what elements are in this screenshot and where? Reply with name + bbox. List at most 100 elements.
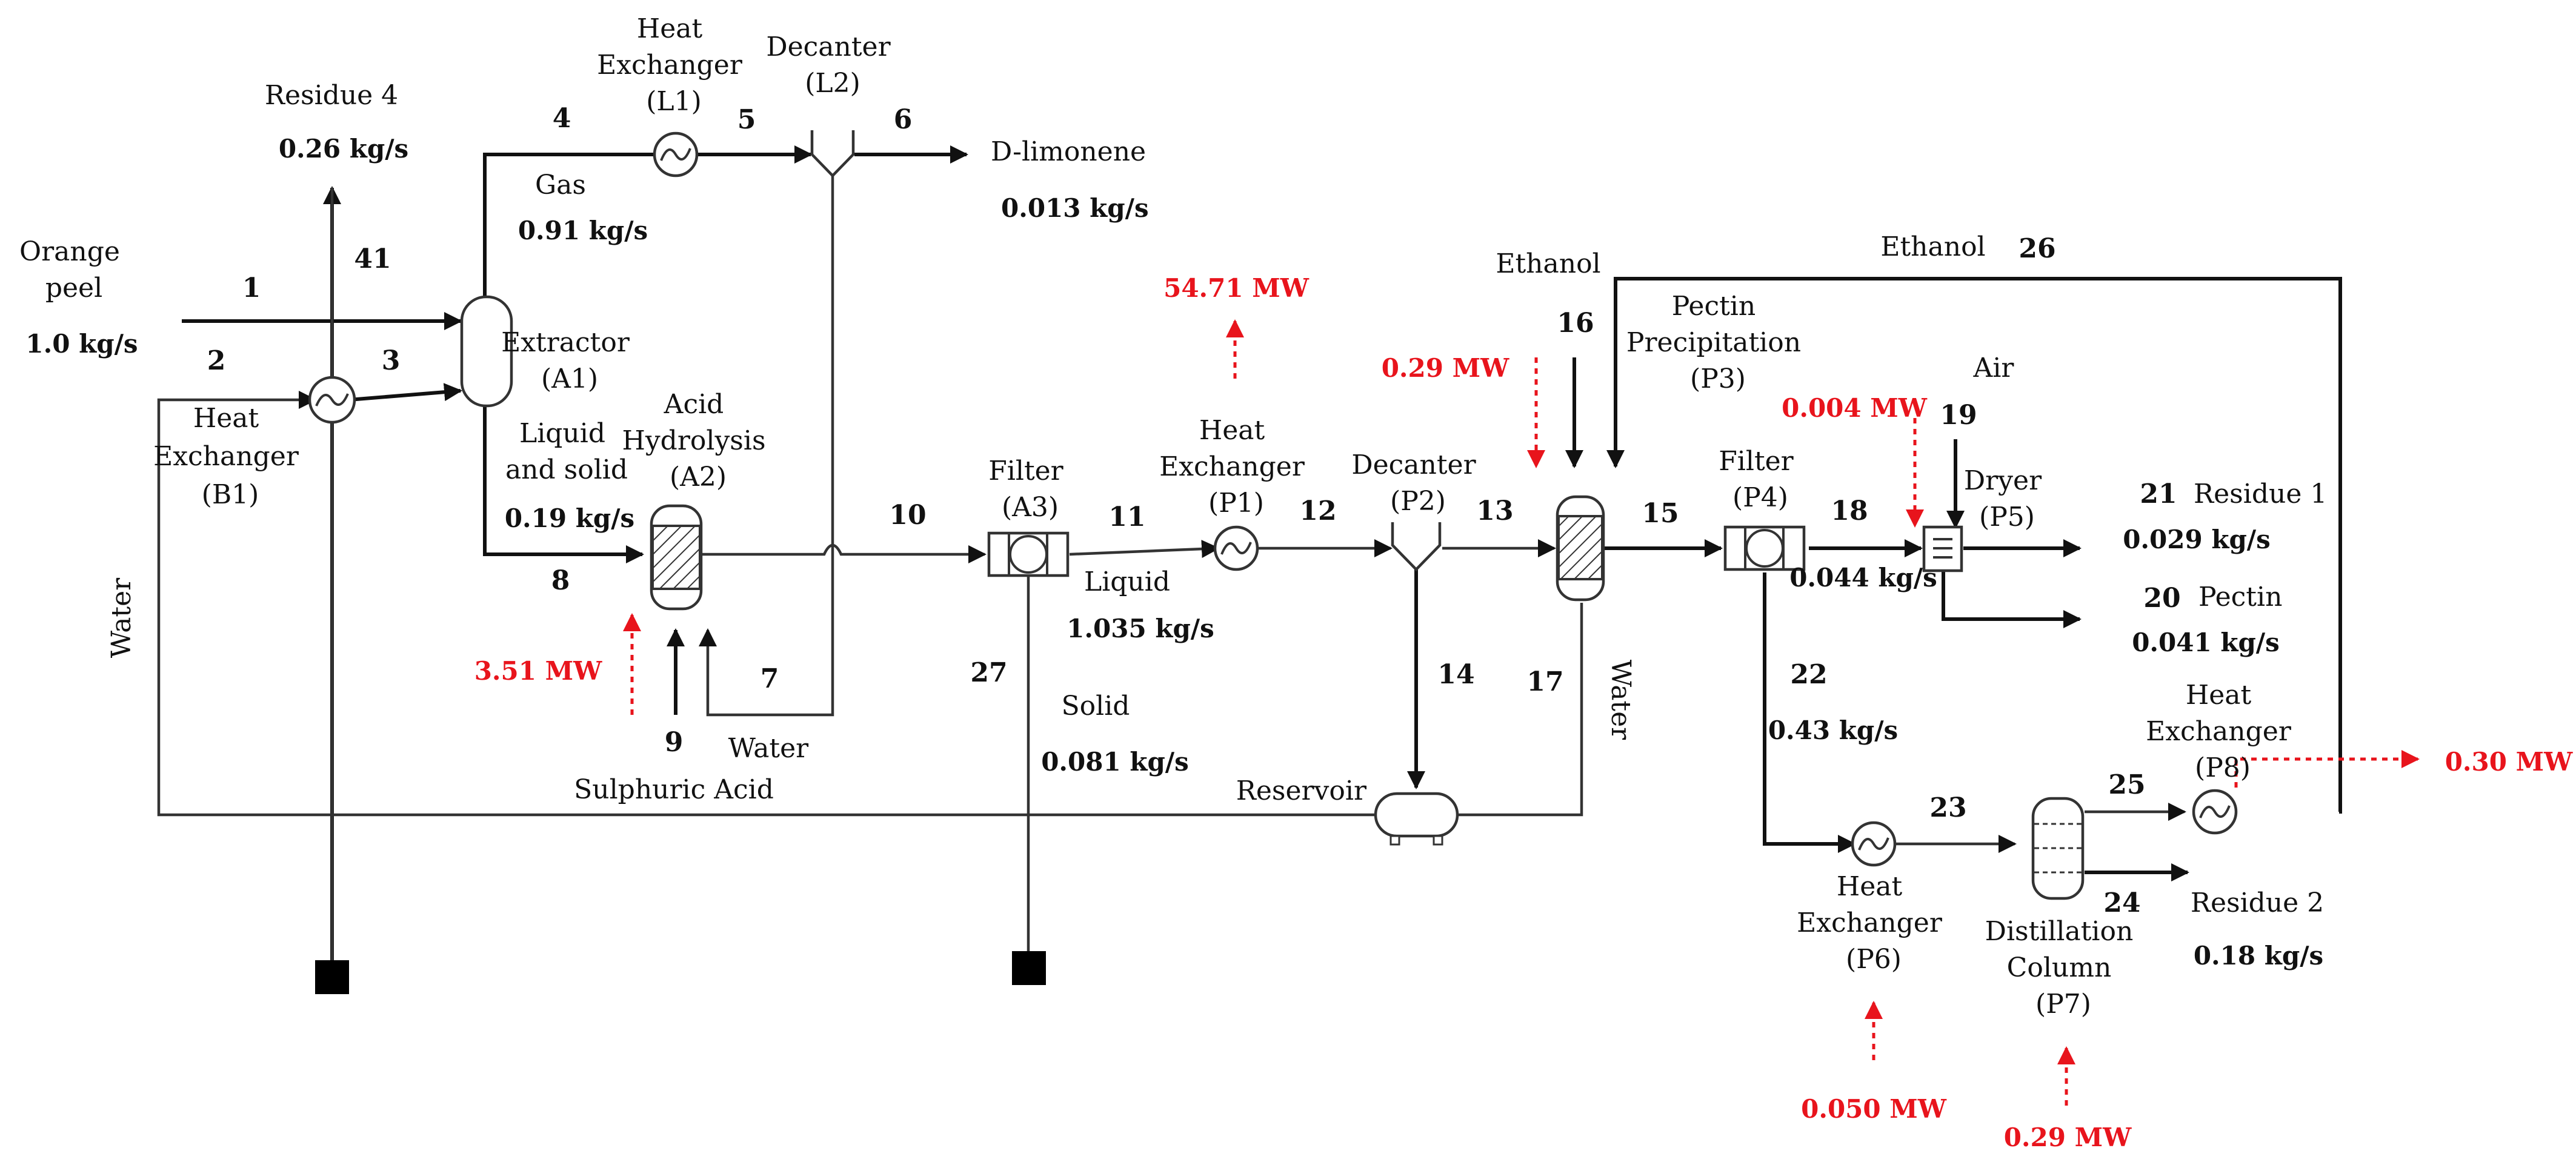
stream-number-14: 14	[1437, 659, 1474, 690]
pectin-flow: 0.041 kg/s	[2132, 628, 2280, 657]
gas-label: Gas	[535, 170, 586, 201]
water-17-label: Water	[1605, 660, 1636, 740]
stream-20-line	[1942, 569, 2082, 628]
energy-arrows	[623, 319, 2420, 1106]
label-l2: Decanter (L2)	[766, 32, 899, 99]
equipment	[308, 130, 2238, 994]
ethanol-26-label: Ethanol	[1880, 231, 1985, 262]
stream-number-15: 15	[1642, 498, 1679, 529]
d-limonene-label: D-limonene	[991, 136, 1146, 167]
stream-number-27: 27	[970, 657, 1007, 688]
residue1-label: Residue 1	[2194, 479, 2327, 509]
stream-7-line	[699, 170, 834, 717]
acid-hydrolysis-a2	[650, 504, 703, 611]
stream-number-1: 1	[242, 273, 261, 304]
stream-labels: Orange peel 1.0 kg/s Residue 4 0.26 kg/s…	[19, 80, 2327, 971]
stream-number-8: 8	[551, 565, 570, 596]
stream-number-9: 9	[665, 727, 684, 758]
label-p1: Heat Exchanger (P1)	[1159, 415, 1313, 519]
stream-number-4: 4	[553, 103, 571, 134]
label-a2: Acid Hydrolysis (A2)	[622, 389, 774, 493]
residue1-flow: 0.029 kg/s	[2123, 525, 2271, 554]
flow-18: 0.044 kg/s	[1789, 563, 1937, 592]
energy-p7-label: 0.29 MW	[2004, 1123, 2132, 1152]
heat-exchanger-p1	[1213, 525, 1259, 571]
orange-peel-label: Orange peel	[19, 236, 128, 304]
stream-8-line	[483, 403, 644, 563]
d-limonene-flow: 0.013 kg/s	[1001, 193, 1149, 223]
stream-number-26: 26	[2019, 233, 2055, 264]
filter-p4	[1723, 525, 1806, 571]
stream-number-5: 5	[737, 104, 756, 135]
gas-flow: 0.91 kg/s	[518, 216, 648, 245]
label-p3: Pectin Precipitation (P3)	[1626, 291, 1809, 394]
stream-number-12: 12	[1299, 496, 1336, 526]
process-lines	[157, 145, 2342, 969]
stream-number-24: 24	[2103, 888, 2140, 918]
sulphuric-acid-label: Sulphuric Acid	[574, 774, 774, 805]
distillation-column-p7	[2031, 797, 2085, 900]
stream-4-line	[483, 153, 657, 297]
orange-peel-flow: 1.0 kg/s	[25, 329, 138, 359]
stream-number-7: 7	[760, 663, 779, 694]
stream-3-line	[348, 383, 462, 402]
reservoir-tank	[1374, 792, 1459, 846]
label-p8: Heat Exchanger (P8)	[2146, 680, 2300, 783]
stream-number-19: 19	[1940, 400, 1977, 431]
energy-p1-label: 54.71 MW	[1163, 273, 1310, 303]
heat-exchanger-b1	[308, 376, 356, 424]
pectin-precipitation-p3	[1556, 495, 1605, 602]
decanter-p2	[1391, 522, 1442, 572]
stream-number-10: 10	[889, 500, 926, 531]
energy-labels: 3.51 MW 54.71 MW 0.29 MW 0.004 MW 0.050 …	[474, 273, 2573, 1152]
stream-number-18: 18	[1831, 496, 1868, 526]
ethanol-16-label: Ethanol	[1496, 248, 1600, 279]
stream-22-line	[1763, 572, 1856, 853]
solid-flow: 0.081 kg/s	[1041, 747, 1189, 777]
water-left-label: Water	[106, 577, 137, 658]
stream-number-3: 3	[382, 345, 401, 376]
stream-number-20: 20	[2143, 583, 2180, 614]
water-a2-label: Water	[728, 733, 809, 764]
energy-p6-label: 0.050 MW	[1801, 1094, 1947, 1124]
label-l1: Heat Exchanger (L1)	[597, 13, 751, 117]
liquid-and-solid-flow: 0.19 kg/s	[505, 503, 634, 533]
flow-22: 0.43 kg/s	[1768, 715, 1898, 745]
label-p6: Heat Exchanger (P6)	[1797, 871, 1951, 975]
energy-p5-label: 0.004 MW	[1782, 393, 1928, 423]
heat-exchanger-p6	[1851, 821, 1897, 867]
water-recycle-line	[157, 391, 1583, 817]
liquid-label: Liquid	[1084, 566, 1170, 597]
sink-square-left	[315, 960, 349, 994]
heat-exchanger-l1	[653, 131, 699, 178]
energy-p8-arrow	[2234, 750, 2420, 788]
stream-11-line	[1069, 540, 1220, 559]
residue2-flow: 0.18 kg/s	[2194, 941, 2323, 971]
stream-number-22: 22	[1790, 659, 1827, 690]
stream-number-13: 13	[1476, 496, 1513, 526]
stream-number-21: 21	[2140, 479, 2177, 509]
stream-number-23: 23	[1929, 792, 1966, 823]
sink-square-middle	[1012, 951, 1046, 985]
label-p4: Filter (P4)	[1719, 446, 1802, 513]
stream-number-2: 2	[207, 345, 226, 376]
air-label: Air	[1973, 353, 2015, 383]
residue4-flow: 0.26 kg/s	[279, 134, 408, 164]
energy-a2-label: 3.51 MW	[474, 656, 602, 686]
stream-number-17: 17	[1526, 666, 1563, 697]
label-p7: Distillation Column (P7)	[1985, 916, 2142, 1020]
label-a1: Extractor (A1)	[501, 327, 638, 394]
residue2-label: Residue 2	[2191, 888, 2324, 918]
solid-label: Solid	[1062, 691, 1130, 722]
stream-number-11: 11	[1108, 502, 1145, 533]
stream-number-6: 6	[894, 104, 913, 135]
label-p2: Decanter (P2)	[1351, 450, 1484, 517]
label-b1: Heat Exchanger (B1)	[153, 403, 307, 510]
unit-labels: Heat Exchanger (B1) Extractor (A1) Heat …	[153, 13, 2300, 1020]
dryer-p5	[1922, 525, 1963, 572]
stream-number-25: 25	[2108, 769, 2145, 800]
energy-p8-label: 0.30 MW	[2445, 747, 2573, 777]
heat-exchanger-p8	[2192, 789, 2238, 835]
label-reservoir: Reservoir	[1236, 775, 1367, 806]
